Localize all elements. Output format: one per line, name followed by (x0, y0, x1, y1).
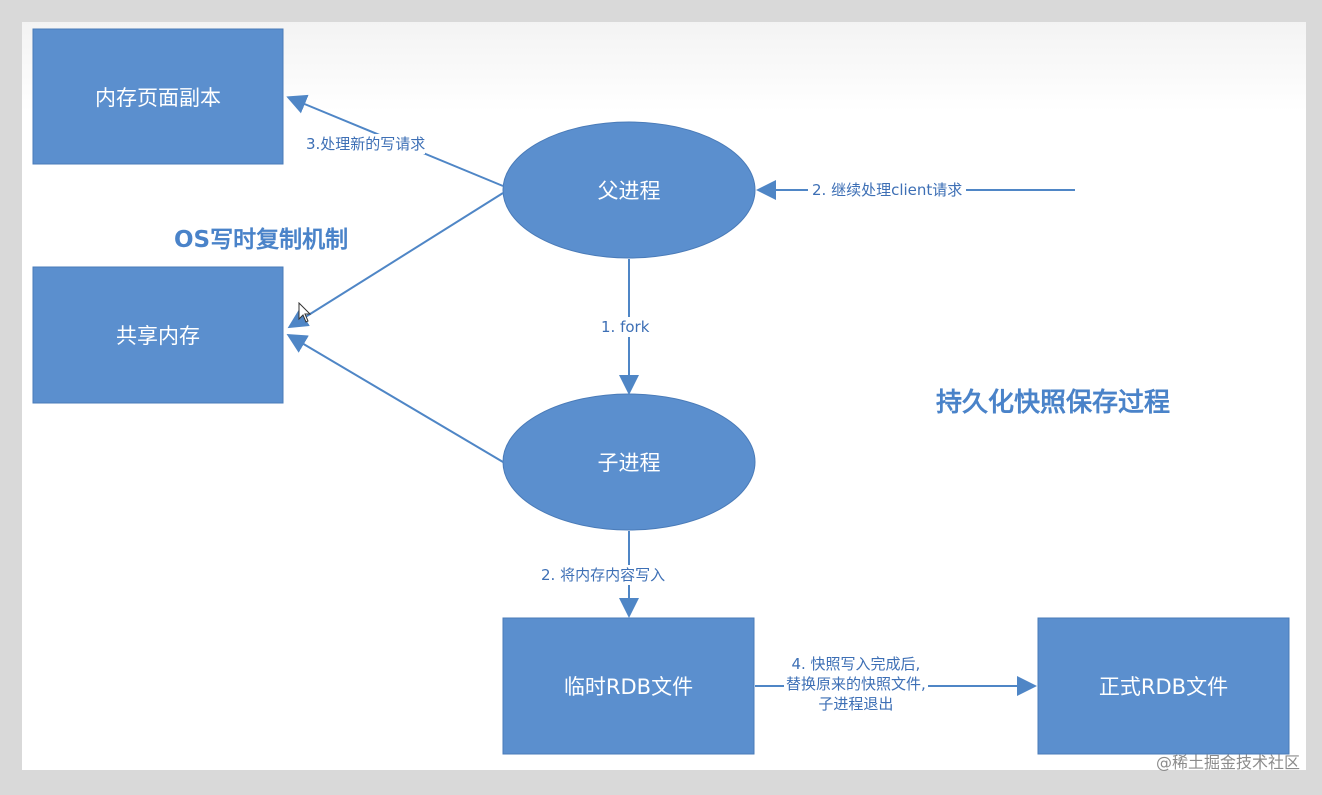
parent-process-node (502, 121, 756, 259)
write-memory-label: 2. 将内存内容写入 (538, 565, 669, 585)
edge-parent-to-shared (287, 192, 504, 329)
watermark: @稀土掘金技术社区 (1155, 753, 1300, 772)
edge-child-to-shared (286, 333, 504, 463)
client-request-label: 2. 继续处理client请求 (808, 180, 967, 200)
mouse-cursor-icon (298, 302, 312, 323)
shared-memory-box (32, 266, 284, 404)
write-request-label: 3.处理新的写请求 (306, 134, 426, 154)
replace-label: 4. 快照写入完成后, 替换原来的快照文件, 子进程退出 (784, 654, 928, 714)
final-rdb-box (1037, 617, 1290, 755)
replace-label-line-2: 替换原来的快照文件, (786, 675, 926, 693)
child-process-node (502, 393, 756, 531)
replace-label-line-3: 子进程退出 (818, 695, 894, 713)
fork-label: 1. fork (598, 317, 653, 337)
temp-rdb-box (502, 617, 755, 755)
memory-copy-box (32, 28, 284, 165)
diagram-title: 持久化快照保存过程 (936, 388, 1171, 418)
cow-annotation: OS写时复制机制 (174, 227, 349, 253)
replace-label-line-1: 4. 快照写入完成后, (791, 655, 921, 673)
